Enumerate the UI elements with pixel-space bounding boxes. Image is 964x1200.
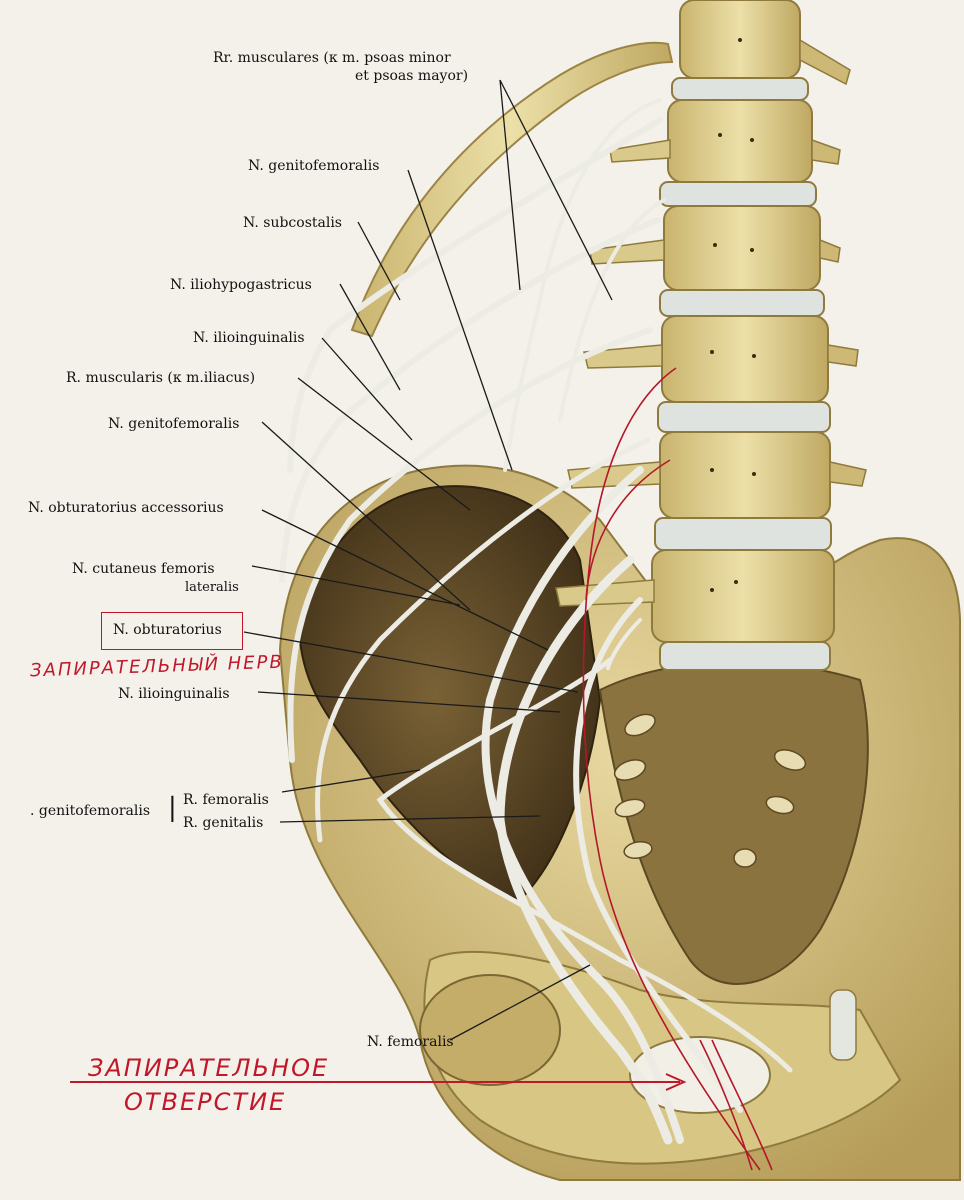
red-vessels xyxy=(582,367,773,1171)
vertebra-dots xyxy=(710,38,756,592)
handwritten-obturator-foramen-line2: ОТВЕРСТИЕ xyxy=(124,1088,287,1116)
label-genitofemoralis-group: . genitofemoralis xyxy=(30,803,151,819)
nerves xyxy=(279,98,793,1145)
label-genitofemoralis-mid: N. genitofemoralis xyxy=(108,416,240,432)
transverse-processes-right xyxy=(799,38,867,487)
handwritten-obturator-foramen-line1: ЗАПИРАТЕЛЬНОЕ xyxy=(88,1054,330,1082)
label-obturatorius-accessorius: N. obturatorius accessorius xyxy=(28,500,224,516)
label-rr-musculares: Rr. musculares (к m. psoas minor xyxy=(213,50,451,66)
label-rr-musculares-cont: et psoas mayor) xyxy=(355,68,469,84)
acetabulum xyxy=(419,974,561,1086)
label-subcostalis: N. subcostalis xyxy=(243,215,342,231)
obturatorius-highlight-box xyxy=(101,612,243,650)
handwritten-arrow xyxy=(70,1073,687,1091)
label-ilioinguinalis-low: N. ilioinguinalis xyxy=(118,686,230,702)
label-obturatorius: N. obturatorius xyxy=(113,622,222,638)
label-cutaneus-femoris: N. cutaneus femoris xyxy=(72,561,215,577)
label-genitofemoralis-top: N. genitofemoralis xyxy=(248,158,380,174)
pubic-symphysis xyxy=(829,989,857,1061)
label-iliohypogastricus: N. iliohypogastricus xyxy=(170,277,312,293)
brace: | xyxy=(168,793,177,823)
leader-lines xyxy=(243,79,613,1041)
label-cutaneus-lateralis: lateralis xyxy=(185,580,239,595)
label-r-muscularis: R. muscularis (к m.iliacus) xyxy=(66,370,256,386)
label-r-genitalis: R. genitalis xyxy=(183,815,264,831)
label-ilioinguinalis-top: N. ilioinguinalis xyxy=(193,330,305,346)
sacral-foramina xyxy=(613,713,807,868)
label-femoralis: N. femoralis xyxy=(367,1034,454,1050)
label-r-femoralis: R. femoralis xyxy=(183,792,269,808)
rib-12 xyxy=(350,41,674,338)
